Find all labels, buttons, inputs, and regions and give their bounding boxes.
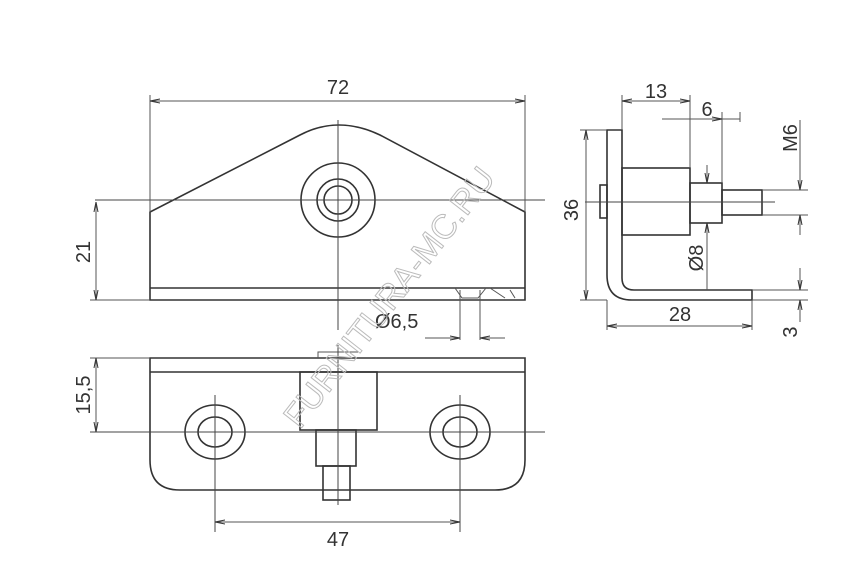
dim-36: 36: [561, 199, 583, 221]
dim-28: 28: [669, 304, 691, 326]
dim-47: 47: [327, 529, 349, 551]
watermark: FURNITURA-MC.RU: [276, 160, 502, 435]
dim-21: 21: [73, 241, 95, 263]
dim-15-5: 15,5: [73, 376, 95, 415]
dim-diameter-8: Ø8: [686, 245, 708, 272]
dim-m6: M6: [780, 124, 802, 152]
dim-13: 13: [645, 81, 667, 103]
dim-hole-6-5: Ø6,5: [375, 311, 418, 333]
side-view: 13 6 36 28 Ø8 M6 3: [561, 81, 808, 338]
bottom-view: 15,5 47: [73, 345, 545, 551]
dim-72: 72: [327, 77, 349, 99]
front-view: 72 21 Ø6,5: [73, 77, 545, 340]
dim-6: 6: [701, 99, 712, 121]
dim-3: 3: [780, 326, 802, 337]
